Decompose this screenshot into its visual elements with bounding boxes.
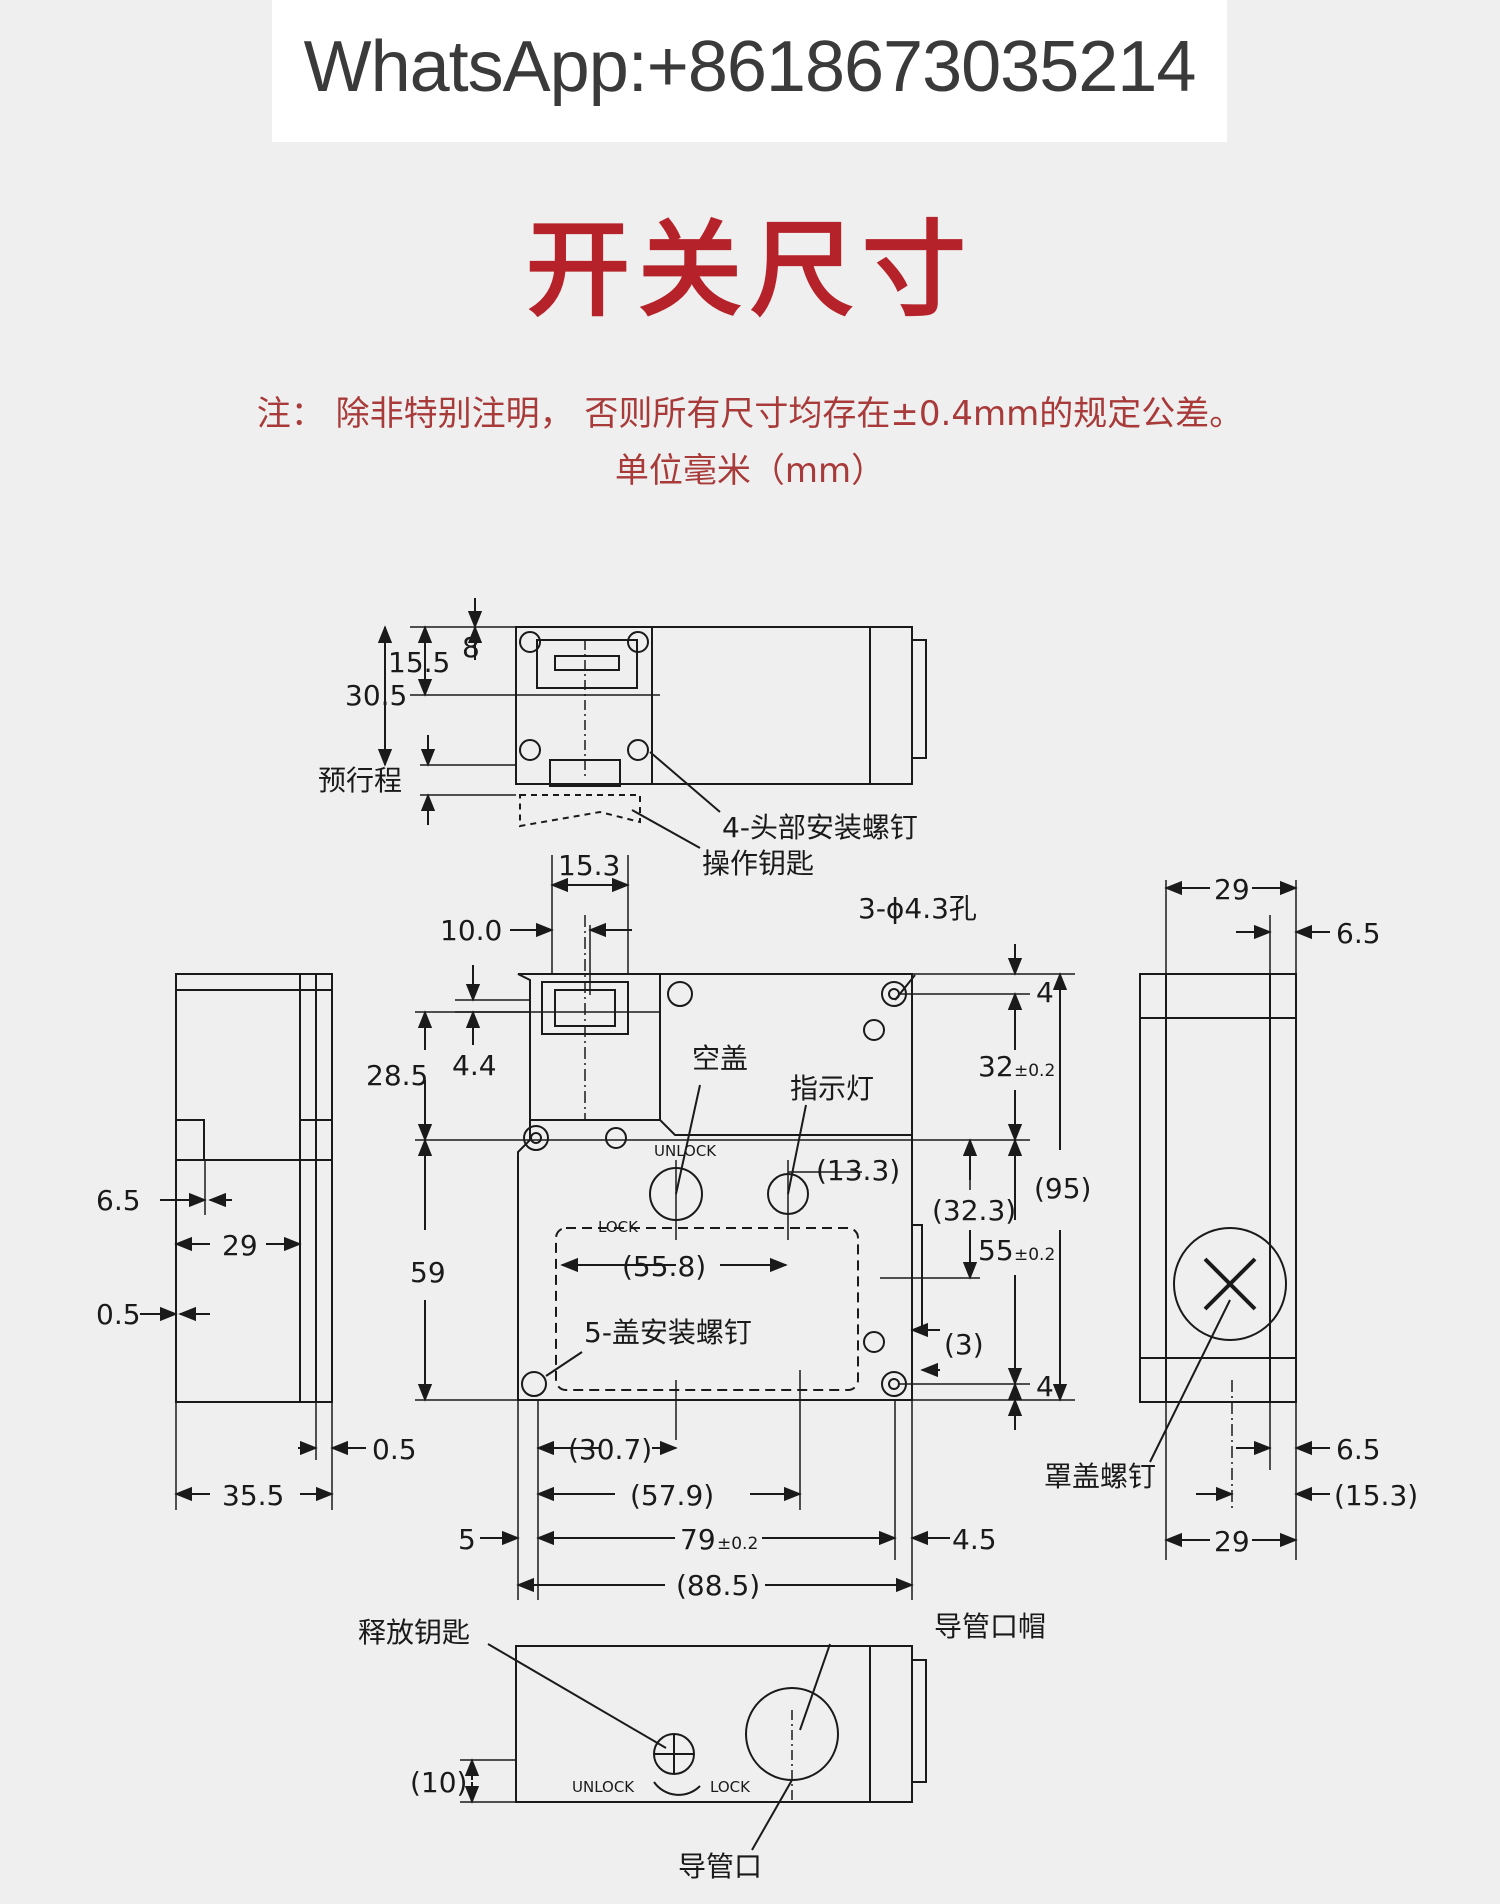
dim-29: 29 xyxy=(222,1229,258,1262)
dim-10-0: 10.0 xyxy=(440,914,502,947)
right-view-labels: 29 6.5 罩盖螺钉 6.5 (15.3) 29 xyxy=(1044,873,1418,1558)
dim-4-5: 4.5 xyxy=(952,1523,997,1556)
dim-29-top: 29 xyxy=(1214,873,1250,906)
indicator-label: 指示灯 xyxy=(790,1072,874,1105)
dim-59: 59 xyxy=(410,1256,446,1289)
holes-label: 3-ϕ4.3孔 xyxy=(858,892,977,925)
dim-6-5-top: 6.5 xyxy=(1336,917,1381,950)
page-title: 开关尺寸 xyxy=(525,209,974,331)
dim-0-5-b: 0.5 xyxy=(372,1433,417,1466)
left-view-labels: 6.5 29 0.5 0.5 35.5 xyxy=(96,1184,417,1512)
unlock-mark: UNLOCK xyxy=(654,1142,717,1160)
dim-6-5-bottom: 6.5 xyxy=(1336,1433,1381,1466)
dim-0-5-a: 0.5 xyxy=(96,1298,141,1331)
tolerance-note: 注： 除非特别注明， 否则所有尺寸均存在±0.4mm的规定公差。 xyxy=(256,394,1244,434)
dim-30-5: 30.5 xyxy=(345,679,407,712)
dim-55: 55 xyxy=(978,1234,1014,1267)
dim-28-5: 28.5 xyxy=(366,1059,428,1092)
dim-32: 32 xyxy=(978,1050,1014,1083)
bottom-view xyxy=(460,1643,927,1851)
top-view xyxy=(377,598,927,849)
dim-15-3-right: (15.3) xyxy=(1334,1479,1418,1512)
dim-10: (10) xyxy=(410,1766,467,1799)
dim-3: (3) xyxy=(944,1328,984,1361)
dim-6-5: 6.5 xyxy=(96,1184,141,1217)
unit-note: 单位毫米（mm） xyxy=(614,451,886,491)
release-key-label: 释放钥匙 xyxy=(358,1616,470,1649)
dim-29-bottom: 29 xyxy=(1214,1525,1250,1558)
dim-8: 8 xyxy=(462,631,480,664)
cover-screws-label: 5-盖安装螺钉 xyxy=(584,1316,752,1349)
dim-4-bottom: 4 xyxy=(1036,1370,1054,1403)
dim-57-9: (57.9) xyxy=(630,1479,714,1512)
dim-55-8: (55.8) xyxy=(622,1250,706,1283)
conduit-cap-label: 导管口帽 xyxy=(934,1610,1046,1643)
head-screws-label: 4-头部安装螺钉 xyxy=(722,811,918,844)
front-view xyxy=(415,855,1075,1600)
dim-95: (95) xyxy=(1034,1172,1091,1205)
lock-mark: LOCK xyxy=(598,1218,639,1236)
blank-cover-label: 空盖 xyxy=(692,1042,748,1075)
tol-55: ±0.2 xyxy=(1014,1245,1055,1265)
dim-32-3: (32.3) xyxy=(932,1194,1016,1227)
bottom-view-labels: 释放钥匙 导管口帽 (10) UNLOCK LOCK 导管口 xyxy=(358,1610,1046,1883)
dim-5: 5 xyxy=(458,1523,476,1556)
dim-15-5: 15.5 xyxy=(388,646,450,679)
conduit-label: 导管口 xyxy=(678,1850,762,1883)
watermark-banner: WhatsApp:+8618673035214 xyxy=(272,0,1227,142)
front-view-labels: 15.3 10.0 28.5 4.4 59 3-ϕ4.3孔 空盖 指示灯 UNL… xyxy=(366,849,1091,1602)
cover-screw-label: 罩盖螺钉 xyxy=(1044,1460,1156,1493)
dim-4-top: 4 xyxy=(1036,976,1054,1009)
bottom-unlock-mark: UNLOCK xyxy=(572,1778,635,1796)
dim-35-5: 35.5 xyxy=(222,1479,284,1512)
dim-88-5: (88.5) xyxy=(676,1569,760,1602)
operating-key-label: 操作钥匙 xyxy=(702,847,814,880)
tol-32: ±0.2 xyxy=(1014,1061,1055,1081)
tol-79: ±0.2 xyxy=(717,1534,758,1554)
dim-15-3: 15.3 xyxy=(558,849,620,882)
dim-79: 79 xyxy=(680,1523,716,1556)
bottom-lock-mark: LOCK xyxy=(710,1778,751,1796)
dim-30-7: (30.7) xyxy=(568,1433,652,1466)
dim-13-3: (13.3) xyxy=(816,1154,900,1187)
pretravel-label: 预行程 xyxy=(318,764,402,797)
dim-4-4: 4.4 xyxy=(452,1049,497,1082)
top-view-labels: 8 15.5 30.5 预行程 4-头部安装螺钉 操作钥匙 xyxy=(318,631,918,880)
right-view xyxy=(1139,880,1330,1560)
left-view xyxy=(140,973,366,1510)
whatsapp-contact: WhatsApp:+8618673035214 xyxy=(303,27,1197,107)
